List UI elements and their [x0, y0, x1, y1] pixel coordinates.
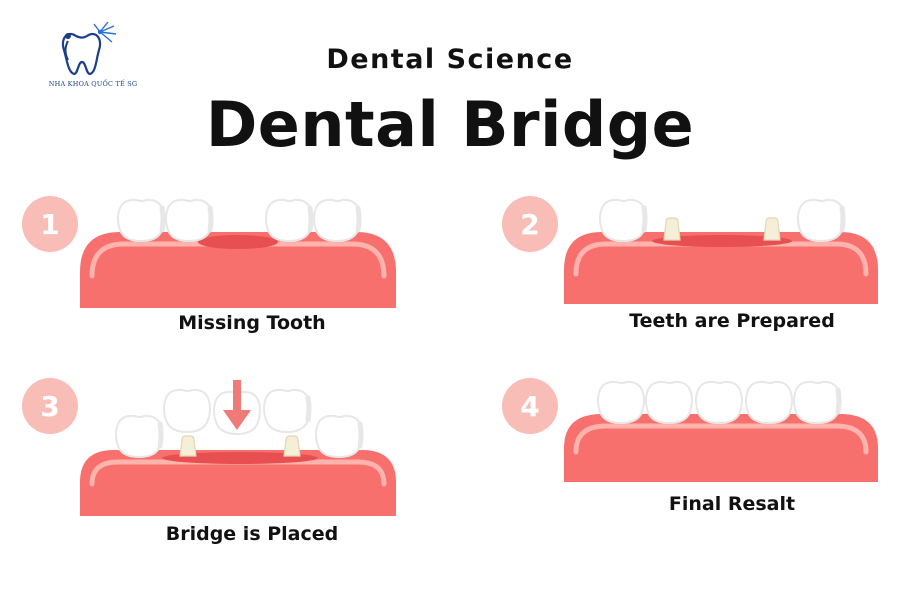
arrow-down-icon [223, 380, 251, 430]
abutment-icon [283, 435, 301, 457]
tooth-icon [315, 414, 364, 459]
step-badge: 4 [502, 378, 558, 434]
step-caption: Missing Tooth [178, 312, 326, 334]
missing-tooth-illustration [80, 198, 396, 308]
step-2-panel: 2 Teeth are Prepared [502, 196, 900, 366]
step-caption: Teeth are Prepared [629, 310, 835, 332]
tooth-icon [115, 414, 164, 459]
step-badge: 1 [22, 196, 78, 252]
step-caption: Bridge is Placed [165, 523, 339, 545]
bridge-placed-illustration [80, 380, 396, 516]
step-4-panel: 4 Final Resalt [502, 378, 900, 548]
abutment-icon [179, 435, 197, 457]
tooth-icon [117, 198, 166, 243]
logo-text: NHA KHOA QUỐC TẾ SG [48, 80, 138, 88]
tooth-icon [599, 198, 648, 243]
tooth-icon [797, 198, 846, 243]
page-title: Dental Bridge [205, 88, 695, 161]
tooth-icon [265, 198, 314, 243]
tooth-icon [745, 380, 793, 425]
tooth-icon [793, 380, 842, 425]
abutment-icon [763, 217, 781, 241]
clinic-logo: NHA KHOA QUỐC TẾ SG [38, 21, 148, 94]
tooth-icon [165, 198, 214, 243]
tooth-icon [313, 198, 362, 243]
step-3-panel: 3 Bridge is Placed [22, 378, 442, 548]
tooth-icon [695, 380, 743, 425]
prepared-teeth-illustration [564, 198, 878, 304]
tooth-icon [597, 380, 645, 425]
step-1-panel: 1 Missing Tooth [22, 196, 442, 366]
final-result-illustration [564, 380, 878, 482]
tooth-logo-icon [61, 21, 117, 76]
tooth-icon [645, 380, 693, 425]
step-badge: 3 [22, 378, 78, 434]
step-badge: 2 [502, 196, 558, 252]
step-caption: Final Resalt [668, 493, 796, 515]
abutment-icon [663, 217, 681, 241]
page-subtitle: Dental Science [326, 44, 574, 75]
bridge-crowns-icon [163, 388, 312, 436]
